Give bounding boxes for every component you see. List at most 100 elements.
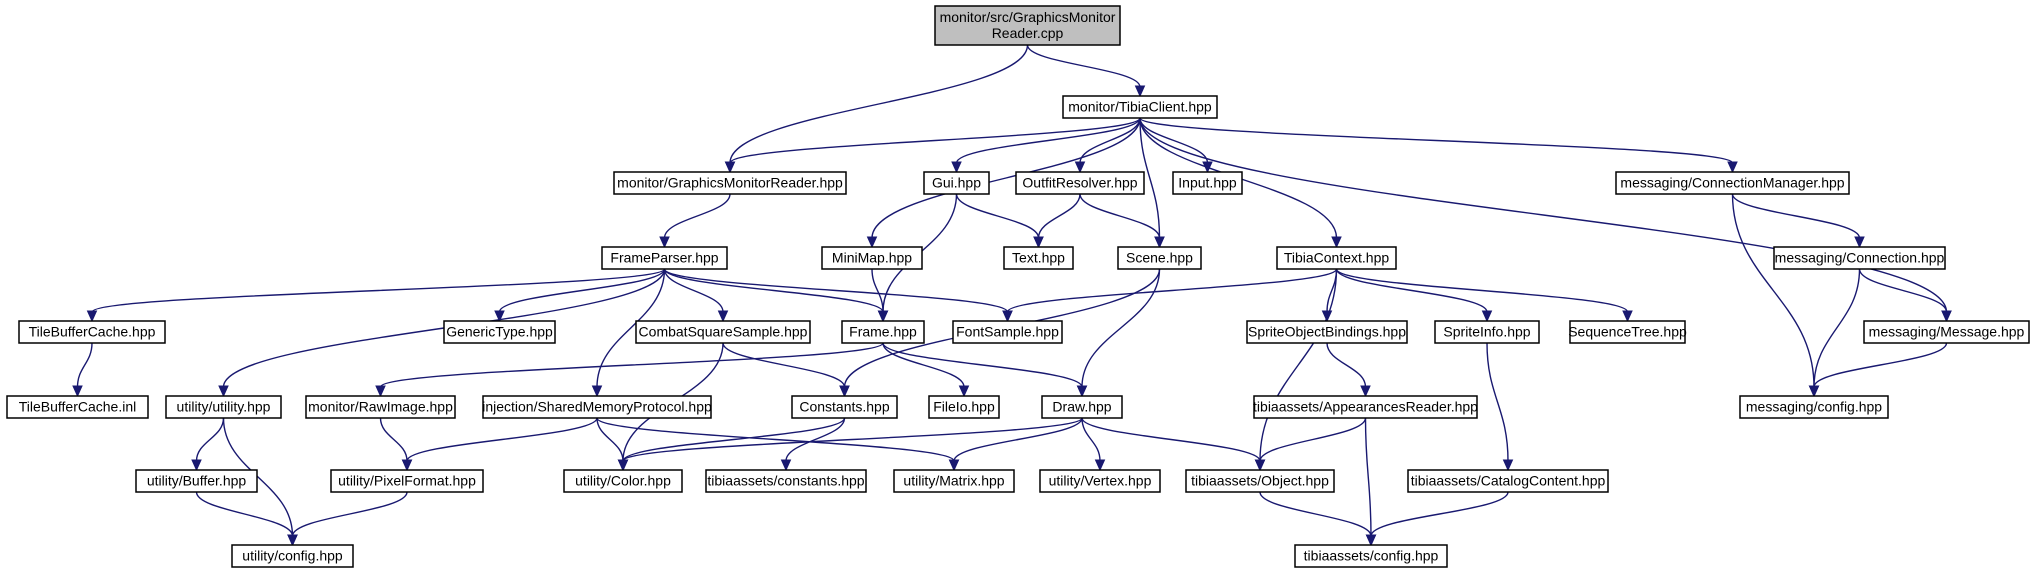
node-label: Input.hpp xyxy=(1178,175,1237,191)
node-label: SequenceTree.hpp xyxy=(1568,324,1687,340)
node-frame[interactable]: Frame.hpp xyxy=(841,320,925,344)
edge-line xyxy=(1139,117,1734,164)
node-text[interactable]: Text.hpp xyxy=(1003,246,1074,270)
node-box xyxy=(1615,171,1850,195)
node-gmreader[interactable]: monitor/GraphicsMonitorReader.hpp xyxy=(613,171,847,195)
node-rawimage[interactable]: monitor/RawImage.hpp xyxy=(305,395,456,419)
edge-line xyxy=(1026,44,1141,88)
node-color[interactable]: utility/Color.hpp xyxy=(563,469,683,493)
edge-tibiactx-to-seqtree xyxy=(1335,268,1633,323)
node-gui[interactable]: Gui.hpp xyxy=(923,171,990,195)
edge-line xyxy=(1259,417,1367,462)
node-label: utility/PixelFormat.hpp xyxy=(338,473,476,489)
node-catalog[interactable]: tibiaassets/CatalogContent.hpp xyxy=(1407,469,1609,493)
node-utilconfig[interactable]: utility/config.hpp xyxy=(231,544,354,568)
edge-arrowhead xyxy=(1331,236,1342,249)
edge-arrowhead xyxy=(1076,385,1088,398)
node-constants[interactable]: Constants.hpp xyxy=(791,395,898,419)
edge-arrowhead xyxy=(1365,534,1377,547)
edge-object-to-taconfig xyxy=(1259,491,1377,547)
edge-spritebind-to-appreader xyxy=(1326,342,1371,398)
edge-arrowhead xyxy=(877,310,889,323)
node-label: FrameParser.hpp xyxy=(610,250,718,266)
edge-tibiaclient-to-gui xyxy=(951,117,1141,174)
node-fileio[interactable]: FileIo.hpp xyxy=(928,395,1000,419)
node-outfit[interactable]: OutfitResolver.hpp xyxy=(1015,171,1145,195)
node-shmem[interactable]: injection/SharedMemoryProtocol.hpp xyxy=(482,395,712,419)
edge-draw-to-vertex xyxy=(1081,417,1106,472)
node-framepars[interactable]: FrameParser.hpp xyxy=(601,246,728,270)
edge-line xyxy=(222,417,294,537)
edge-line xyxy=(622,417,846,462)
edge-line xyxy=(729,117,1141,164)
edge-line xyxy=(195,491,294,537)
node-utilutil[interactable]: utility/utility.hpp xyxy=(165,395,282,419)
edge-line xyxy=(406,417,598,462)
node-vertex[interactable]: utility/Vertex.hpp xyxy=(1039,469,1161,493)
node-label: utility/config.hpp xyxy=(242,548,343,564)
node-connection[interactable]: messaging/Connection.hpp xyxy=(1773,246,1946,270)
node-label: messaging/Message.hpp xyxy=(1869,324,2025,340)
node-box xyxy=(841,320,925,344)
node-minimap[interactable]: MiniMap.hpp xyxy=(821,246,923,270)
node-tibiactx[interactable]: TibiaContext.hpp xyxy=(1276,246,1397,270)
edge-line xyxy=(1335,268,1629,313)
node-box xyxy=(1015,171,1145,195)
node-taconfig[interactable]: tibiaassets/config.hpp xyxy=(1294,544,1448,568)
node-buffer[interactable]: utility/Buffer.hpp xyxy=(135,469,258,493)
node-connmgr[interactable]: messaging/ConnectionManager.hpp xyxy=(1615,171,1850,195)
node-generic[interactable]: GenericType.hpp xyxy=(443,320,556,344)
node-seqtree[interactable]: SequenceTree.hpp xyxy=(1568,320,1687,344)
node-box xyxy=(934,5,1121,46)
edge-line xyxy=(1364,417,1372,537)
node-box xyxy=(1276,246,1397,270)
edge-arrowhead xyxy=(724,161,736,174)
node-label: tibiaassets/AppearancesReader.hpp xyxy=(1253,399,1478,415)
node-scene[interactable]: Scene.hpp xyxy=(1117,246,1202,270)
edge-line xyxy=(1259,491,1372,537)
node-label: injection/SharedMemoryProtocol.hpp xyxy=(482,399,712,415)
node-matrix[interactable]: utility/Matrix.hpp xyxy=(893,469,1015,493)
edge-frame-to-fileio xyxy=(882,342,970,398)
edge-arrowhead xyxy=(494,310,505,323)
edge-layer xyxy=(72,44,1952,547)
edge-connection-to-message xyxy=(1858,268,1952,323)
edge-arrowhead xyxy=(1154,236,1165,249)
node-box xyxy=(893,469,1015,493)
node-combat[interactable]: CombatSquareSample.hpp xyxy=(635,320,811,344)
node-label: Gui.hpp xyxy=(932,175,981,191)
node-label: tibiaassets/config.hpp xyxy=(1304,548,1439,564)
edge-line xyxy=(729,44,1029,164)
edge-arrowhead xyxy=(1094,459,1106,472)
edge-arrowhead xyxy=(1481,310,1493,323)
node-box xyxy=(1773,246,1946,270)
edge-tibiaclient-to-message xyxy=(1139,117,1952,323)
node-msgconfig[interactable]: messaging/config.hpp xyxy=(1739,395,1889,419)
node-root[interactable]: monitor/src/GraphicsMonitorReader.cpp xyxy=(934,5,1121,46)
edge-line xyxy=(1731,193,1861,239)
node-spritebind[interactable]: SpriteObjectBindings.hpp xyxy=(1246,320,1408,344)
node-input[interactable]: Input.hpp xyxy=(1172,171,1243,195)
edge-minimap-to-frame xyxy=(871,268,889,323)
node-label: GenericType.hpp xyxy=(446,324,553,340)
node-draw[interactable]: Draw.hpp xyxy=(1041,395,1123,419)
edge-line xyxy=(379,417,408,462)
node-message[interactable]: messaging/Message.hpp xyxy=(1863,320,2030,344)
edge-line xyxy=(882,342,1083,388)
node-spriteinfo[interactable]: SpriteInfo.hpp xyxy=(1434,320,1540,344)
node-fontsample[interactable]: FontSample.hpp xyxy=(952,320,1063,344)
node-tilecacheinl[interactable]: TileBufferCache.inl xyxy=(6,395,149,419)
edge-line xyxy=(955,117,1141,164)
node-taconst[interactable]: tibiaassets/constants.hpp xyxy=(705,469,867,493)
edge-arrowhead xyxy=(1502,459,1514,472)
edge-line xyxy=(498,268,666,313)
node-pixfmt[interactable]: utility/PixelFormat.hpp xyxy=(330,469,484,493)
edge-arrowhead xyxy=(1808,385,1820,398)
node-tibiaclient[interactable]: monitor/TibiaClient.hpp xyxy=(1062,95,1218,119)
edge-combat-to-constants xyxy=(722,342,850,398)
node-object[interactable]: tibiaassets/Object.hpp xyxy=(1185,469,1335,493)
edge-arrowhead xyxy=(1134,85,1146,98)
node-label: FileIo.hpp xyxy=(933,399,995,415)
node-appreader[interactable]: tibiaassets/AppearancesReader.hpp xyxy=(1253,395,1478,419)
node-tilecache[interactable]: TileBufferCache.hpp xyxy=(18,320,166,344)
